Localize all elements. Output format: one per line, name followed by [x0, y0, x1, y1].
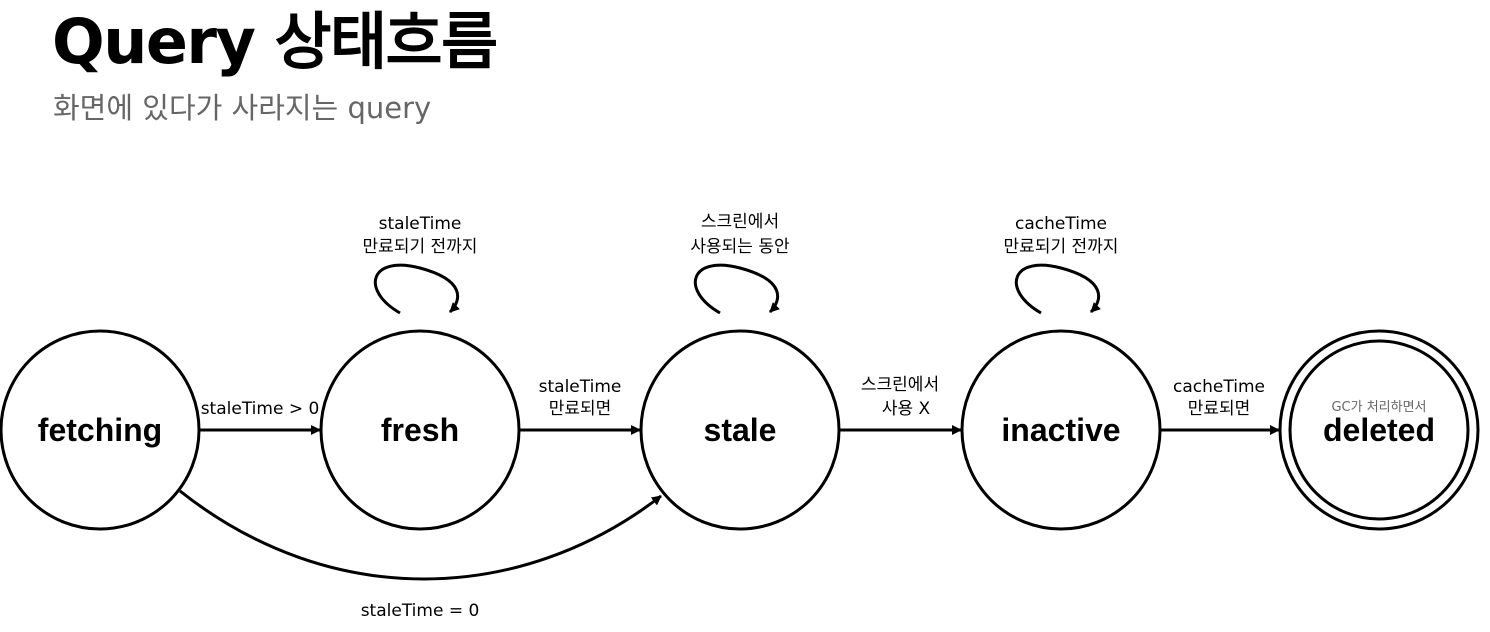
- loop-stale: [693, 263, 780, 315]
- loop-stale-label-line2: 사용되는 동안: [690, 237, 790, 257]
- page-title: Query 상태흐름: [52, 5, 498, 78]
- node-deleted-inner-circle: [1288, 339, 1470, 521]
- loop-fresh: [373, 263, 460, 315]
- loop-fresh-label-line2: 만료되기 전까지: [363, 237, 478, 257]
- node-deleted-label: deleted: [1323, 412, 1435, 448]
- node-fetching-label: fetching: [38, 412, 162, 448]
- node-fresh-label: fresh: [381, 412, 459, 448]
- page-subtitle: 화면에 있다가 사라지는 query: [53, 91, 432, 125]
- edge-inactive-deleted-label-line2: 만료되면: [1188, 399, 1251, 419]
- loop-inactive-label-line1: cacheTime: [1015, 214, 1107, 234]
- node-stale-label: stale: [704, 412, 777, 448]
- edge-fetching-stale: [179, 489, 662, 581]
- edge-stale-inactive-label-line1: 스크린에서: [861, 375, 939, 395]
- loop-inactive-label-line2: 만료되기 전까지: [1004, 237, 1119, 257]
- node-deleted-note: GC가 처리하면서: [1331, 400, 1426, 415]
- node-inactive-label: inactive: [1001, 412, 1120, 448]
- edge-fresh-stale-label-line1: staleTime: [539, 377, 622, 397]
- edge-fresh-stale-label-line2: 만료되면: [549, 399, 612, 419]
- edge-fetching-fresh-label: staleTime > 0: [201, 399, 320, 419]
- loop-fresh-label-line1: staleTime: [379, 214, 462, 234]
- edge-fetching-stale-label: staleTime = 0: [361, 601, 480, 621]
- loop-inactive: [1014, 263, 1101, 315]
- edge-stale-inactive-label-line2: 사용 X: [882, 399, 931, 419]
- edge-inactive-deleted-label-line1: cacheTime: [1173, 377, 1265, 397]
- loop-stale-label-line1: 스크린에서: [701, 212, 779, 232]
